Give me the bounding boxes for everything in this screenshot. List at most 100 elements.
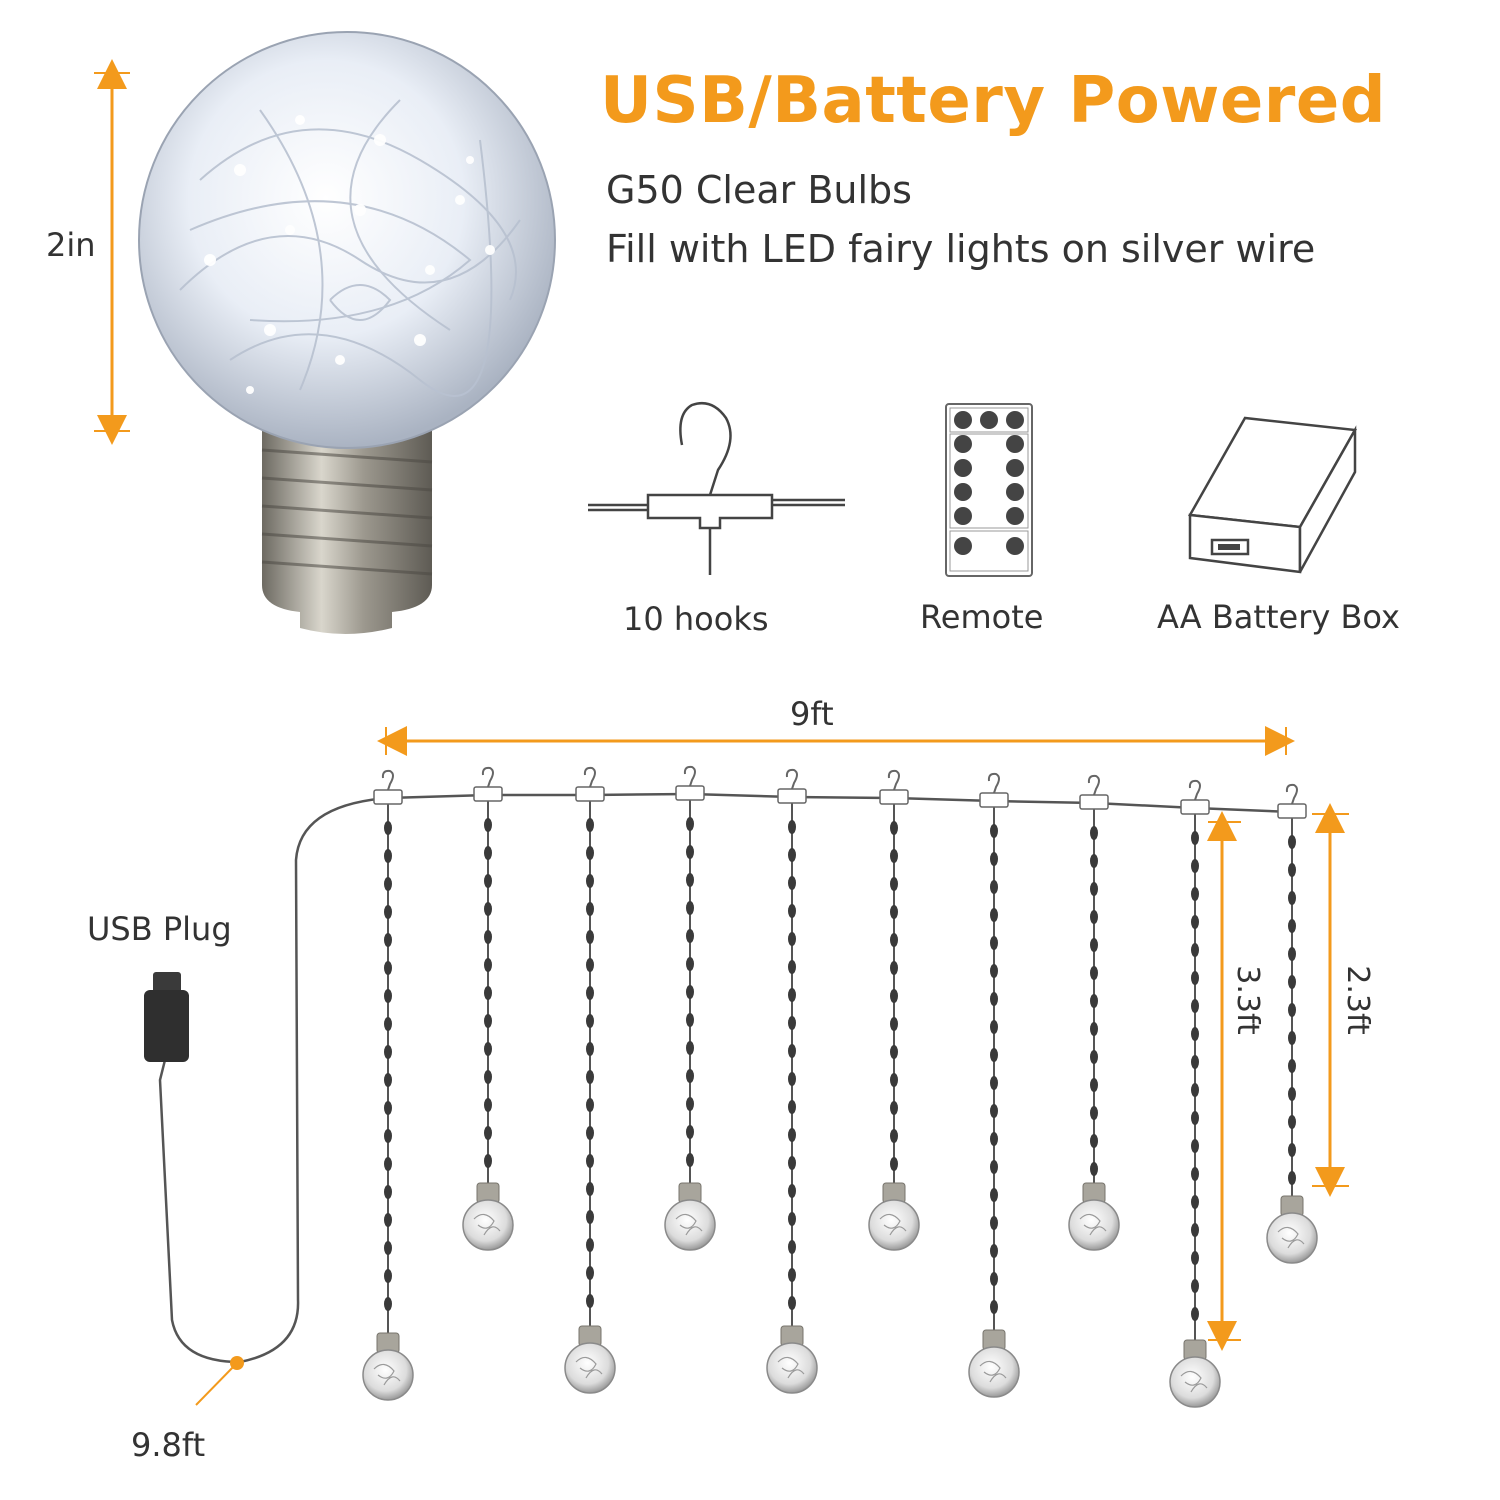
led-bead — [586, 1182, 594, 1196]
curtain-wire — [158, 792, 1293, 1364]
led-bead — [1191, 1055, 1199, 1069]
led-bead — [1090, 1106, 1098, 1120]
led-bead — [1191, 971, 1199, 985]
strand — [462, 766, 514, 1251]
long-strand-dimension — [1207, 811, 1241, 1351]
subtitle-line-2: Fill with LED fairy lights on silver wir… — [606, 227, 1316, 271]
led-bead — [788, 904, 796, 918]
led-bead — [1288, 1171, 1296, 1185]
clip — [1079, 794, 1109, 810]
led-bead — [1191, 1167, 1199, 1181]
led-bead — [586, 1154, 594, 1168]
led-bead — [484, 818, 492, 832]
led-bead — [1191, 887, 1199, 901]
led-bead — [990, 1104, 998, 1118]
led-bead — [1191, 1083, 1199, 1097]
clip — [575, 786, 605, 802]
led-bead — [990, 936, 998, 950]
led-bead — [990, 1132, 998, 1146]
led-bead — [1191, 1307, 1199, 1321]
led-bead — [586, 1294, 594, 1308]
led-bead — [686, 1153, 694, 1167]
led-bead — [788, 988, 796, 1002]
led-bead — [384, 1185, 392, 1199]
led-bead — [384, 1297, 392, 1311]
led-bead — [1090, 1022, 1098, 1036]
led-bead — [890, 961, 898, 975]
led-bead — [990, 1020, 998, 1034]
led-bead — [1090, 1050, 1098, 1064]
led-bead — [788, 820, 796, 834]
mini-bulb-icon — [968, 1329, 1020, 1398]
mini-bulb-icon — [462, 1182, 514, 1251]
led-bead — [686, 1013, 694, 1027]
led-bead — [586, 1266, 594, 1280]
mini-hook-icon — [1087, 774, 1100, 796]
width-label: 9ft — [790, 695, 834, 733]
led-bead — [1191, 1279, 1199, 1293]
led-bead — [788, 848, 796, 862]
g50-bulb-image — [138, 31, 556, 634]
strand — [362, 769, 414, 1401]
led-bead — [990, 1160, 998, 1174]
led-bead — [1288, 975, 1296, 989]
led-bead — [788, 1212, 796, 1226]
strand — [968, 772, 1020, 1398]
led-bead — [586, 1042, 594, 1056]
led-bead — [788, 1128, 796, 1142]
remote-label: Remote — [920, 598, 1044, 636]
led-bead — [484, 874, 492, 888]
width-dimension — [377, 726, 1295, 756]
mini-bulb-icon — [766, 1325, 818, 1394]
led-bead — [1288, 891, 1296, 905]
led-bead — [1090, 1162, 1098, 1176]
led-bead — [890, 905, 898, 919]
strand — [868, 769, 920, 1251]
led-bead — [686, 929, 694, 943]
led-bead — [788, 876, 796, 890]
hook-icon — [588, 401, 845, 575]
led-bead — [384, 1269, 392, 1283]
hooks-label: 10 hooks — [623, 600, 769, 638]
led-bead — [484, 1154, 492, 1168]
led-bead — [990, 824, 998, 838]
led-bead — [384, 1241, 392, 1255]
lead-cable-marker — [195, 1356, 244, 1406]
led-bead — [586, 874, 594, 888]
led-bead — [484, 930, 492, 944]
led-bead — [586, 902, 594, 916]
led-bead — [788, 932, 796, 946]
mini-hook-icon — [987, 772, 1000, 794]
led-bead — [686, 873, 694, 887]
strand — [664, 765, 716, 1251]
led-bead — [1090, 826, 1098, 840]
led-bead — [1288, 1059, 1296, 1073]
led-bead — [1288, 1087, 1296, 1101]
led-bead — [890, 877, 898, 891]
clip — [1180, 799, 1210, 815]
led-bead — [384, 1045, 392, 1059]
led-bead — [788, 1100, 796, 1114]
led-bead — [990, 1272, 998, 1286]
led-bead — [890, 1101, 898, 1115]
led-bead — [1090, 966, 1098, 980]
clip — [373, 789, 403, 805]
clip — [473, 786, 503, 802]
mini-hook-icon — [583, 766, 596, 788]
led-bead — [586, 818, 594, 832]
led-bead — [788, 1072, 796, 1086]
led-bead — [990, 880, 998, 894]
led-bead — [484, 1098, 492, 1112]
led-bead — [788, 1044, 796, 1058]
led-bead — [990, 1300, 998, 1314]
mini-hook-icon — [481, 766, 494, 788]
led-bead — [586, 958, 594, 972]
led-bead — [788, 1240, 796, 1254]
led-bead — [1191, 1027, 1199, 1041]
led-bead — [1288, 1143, 1296, 1157]
mini-bulb-icon — [564, 1325, 616, 1394]
led-bead — [1090, 938, 1098, 952]
led-bead — [384, 849, 392, 863]
led-bead — [1191, 915, 1199, 929]
led-bead — [384, 961, 392, 975]
